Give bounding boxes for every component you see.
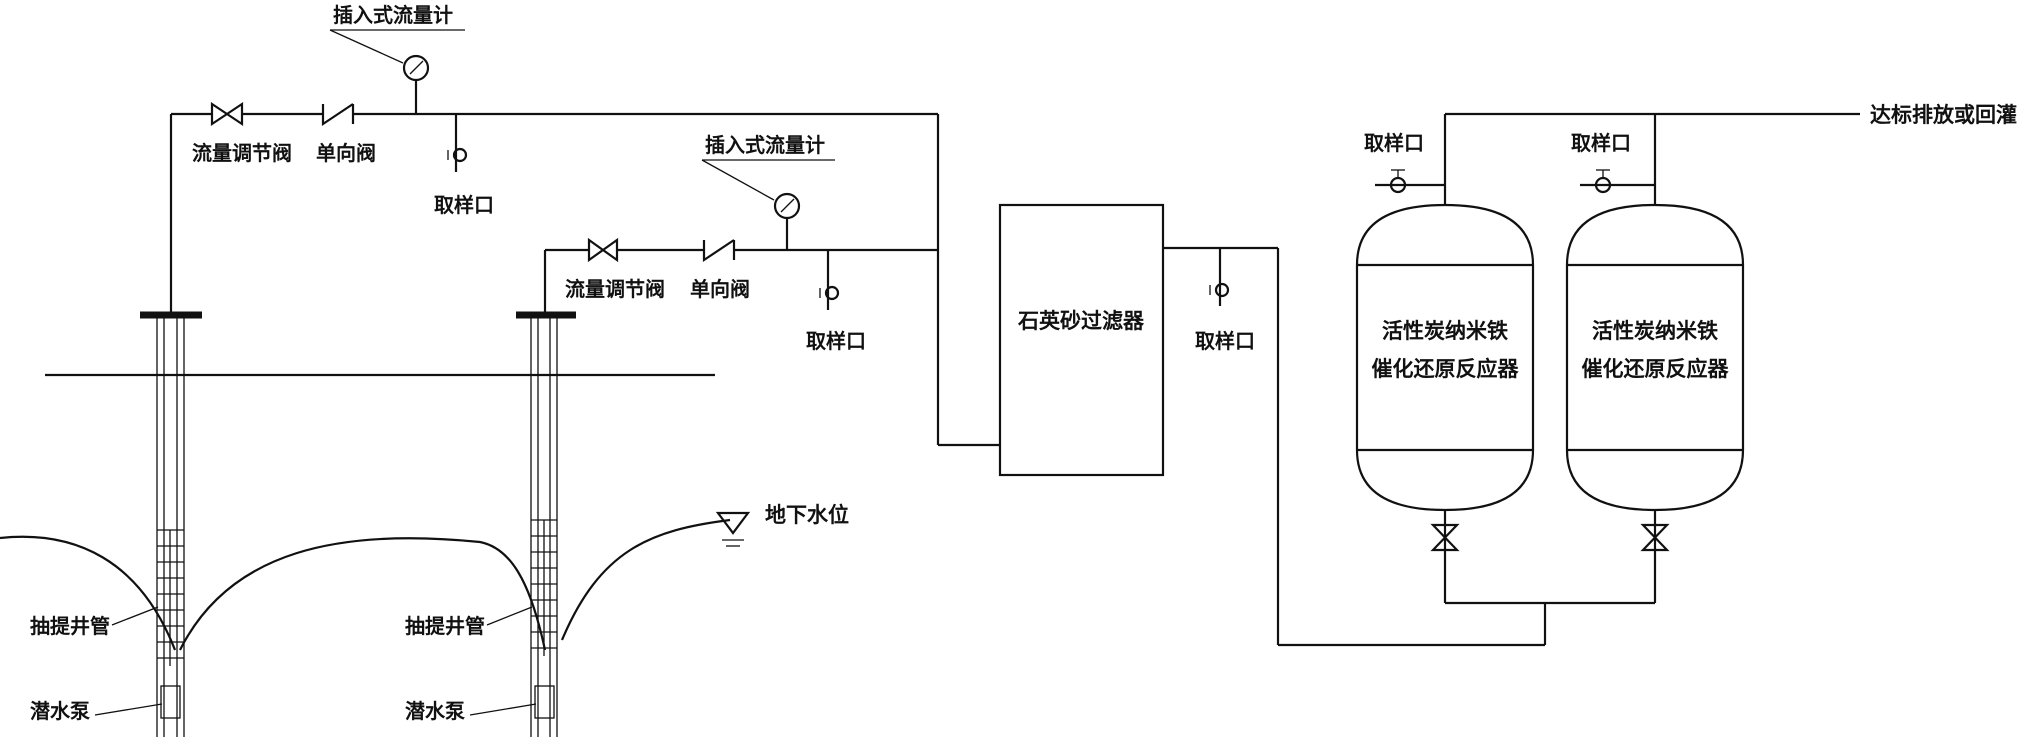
pump-label-2: 潜水泵 xyxy=(405,699,465,723)
sample-port-label-2: 取样口 xyxy=(806,329,866,353)
drawdown-curves xyxy=(0,518,731,651)
pipe-reactor-bottom xyxy=(1443,510,1657,605)
pipe-well-2 xyxy=(543,248,938,313)
flowmeter-1 xyxy=(329,29,465,114)
sample-port-5 xyxy=(1580,169,1655,194)
pump-label-1: 潜水泵 xyxy=(30,699,90,723)
sample-port-1 xyxy=(447,114,468,172)
pipe-reactor-top xyxy=(1443,112,1860,205)
sample-port-label-4: 取样口 xyxy=(1364,131,1424,155)
casing-label-2: 抽提井管 xyxy=(405,614,485,638)
bottom-valve-2 xyxy=(1640,523,1670,552)
reactor-vessel-1 xyxy=(1355,203,1535,512)
extraction-well-2 xyxy=(516,311,576,737)
quartz-sand-filter xyxy=(998,203,1165,477)
sample-port-4 xyxy=(1375,169,1445,194)
well-1-screen xyxy=(157,529,184,666)
reactor-1-label-line1: 活性炭纳米铁 xyxy=(1382,319,1508,343)
pipe-filter-outlet xyxy=(1163,246,1547,647)
check-valve-label-2: 单向阀 xyxy=(690,277,750,301)
outlet-label: 达标排放或回灌 xyxy=(1870,103,2017,127)
quartz-filter-label: 石英砂过滤器 xyxy=(1017,309,1145,333)
reactor-2-label-line2: 催化还原反应器 xyxy=(1582,357,1730,381)
flowmeter-2 xyxy=(701,159,835,250)
check-valve-1 xyxy=(321,103,355,127)
reactor-vessel-2 xyxy=(1565,203,1745,512)
check-valve-2 xyxy=(702,239,736,263)
flow-valve-label-1: 流量调节阀 xyxy=(192,141,292,165)
bottom-valve-1 xyxy=(1430,523,1460,552)
reactor-1-label-line2: 催化还原反应器 xyxy=(1372,357,1520,381)
water-level-symbol xyxy=(715,511,751,547)
sample-port-label-3: 取样口 xyxy=(1195,329,1255,353)
flow-valve-label-2: 流量调节阀 xyxy=(565,277,665,301)
pipe-well-1 xyxy=(169,112,1000,447)
sample-port-label-5: 取样口 xyxy=(1571,131,1631,155)
flow-control-valve-1 xyxy=(210,101,244,127)
groundwater-level-label: 地下水位 xyxy=(765,503,849,527)
submersible-pump-2 xyxy=(534,685,555,719)
flowmeter-label-1: 插入式流量计 xyxy=(333,3,453,27)
sample-port-2 xyxy=(819,250,840,310)
extraction-well-1 xyxy=(140,311,202,737)
check-valve-label-1: 单向阀 xyxy=(316,141,376,165)
sample-port-label-1: 取样口 xyxy=(434,193,494,217)
casing-label-1: 抽提井管 xyxy=(30,614,110,638)
well-2-screen xyxy=(531,519,557,656)
sample-port-3 xyxy=(1209,248,1230,306)
flow-control-valve-2 xyxy=(587,237,619,263)
submersible-pump-1 xyxy=(160,685,181,719)
reactor-2-label-line1: 活性炭纳米铁 xyxy=(1592,319,1718,343)
flowmeter-label-2: 插入式流量计 xyxy=(705,133,825,157)
